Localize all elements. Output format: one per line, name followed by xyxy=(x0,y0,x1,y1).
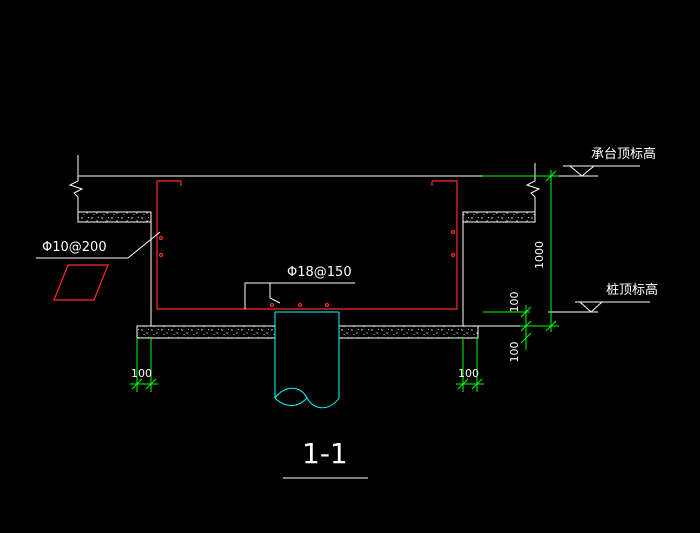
bottom-rebar-label: Φ18@150 xyxy=(287,265,352,280)
section-title: 1-1 xyxy=(302,437,348,470)
rebar-dot xyxy=(450,252,456,258)
pile xyxy=(274,311,340,409)
embed-depth-dimension: 100 xyxy=(508,292,521,313)
rebar-dot xyxy=(450,229,456,235)
stirrup-rebar-label: Φ10@200 xyxy=(42,240,107,255)
left-ground-slab xyxy=(77,211,152,223)
rebar-dot xyxy=(269,302,275,308)
rebar-cage xyxy=(53,180,458,310)
bedding-layer-left xyxy=(136,325,276,339)
right-ground-slab xyxy=(462,211,536,223)
cap-outline xyxy=(150,212,464,326)
stirrup-symbol xyxy=(53,264,109,301)
break-symbol-right xyxy=(525,163,541,212)
bedding-layer-right xyxy=(338,325,479,339)
dimension-lines xyxy=(130,170,559,392)
right-offset-dimension: 100 xyxy=(458,367,479,380)
stirrup-leader xyxy=(36,231,161,259)
rebar-dot xyxy=(158,252,164,258)
left-offset-dimension: 100 xyxy=(131,367,152,380)
rebar-dot xyxy=(158,235,164,241)
cap-top-elevation-label: 承台顶标高 xyxy=(591,146,656,162)
cap-top-line xyxy=(68,155,553,212)
bottom-rebar-leader xyxy=(244,282,355,309)
cap-height-dimension: 1000 xyxy=(533,241,546,269)
cap-top-elevation-marker xyxy=(553,165,640,177)
break-symbol-left xyxy=(68,155,84,212)
pile-top-elevation-marker xyxy=(548,301,650,313)
bedding-thickness-dimension: 100 xyxy=(508,342,521,363)
pile-top-elevation-label: 桩顶标高 xyxy=(606,282,658,298)
rebar-dot xyxy=(297,302,303,308)
rebar-dot xyxy=(324,302,330,308)
